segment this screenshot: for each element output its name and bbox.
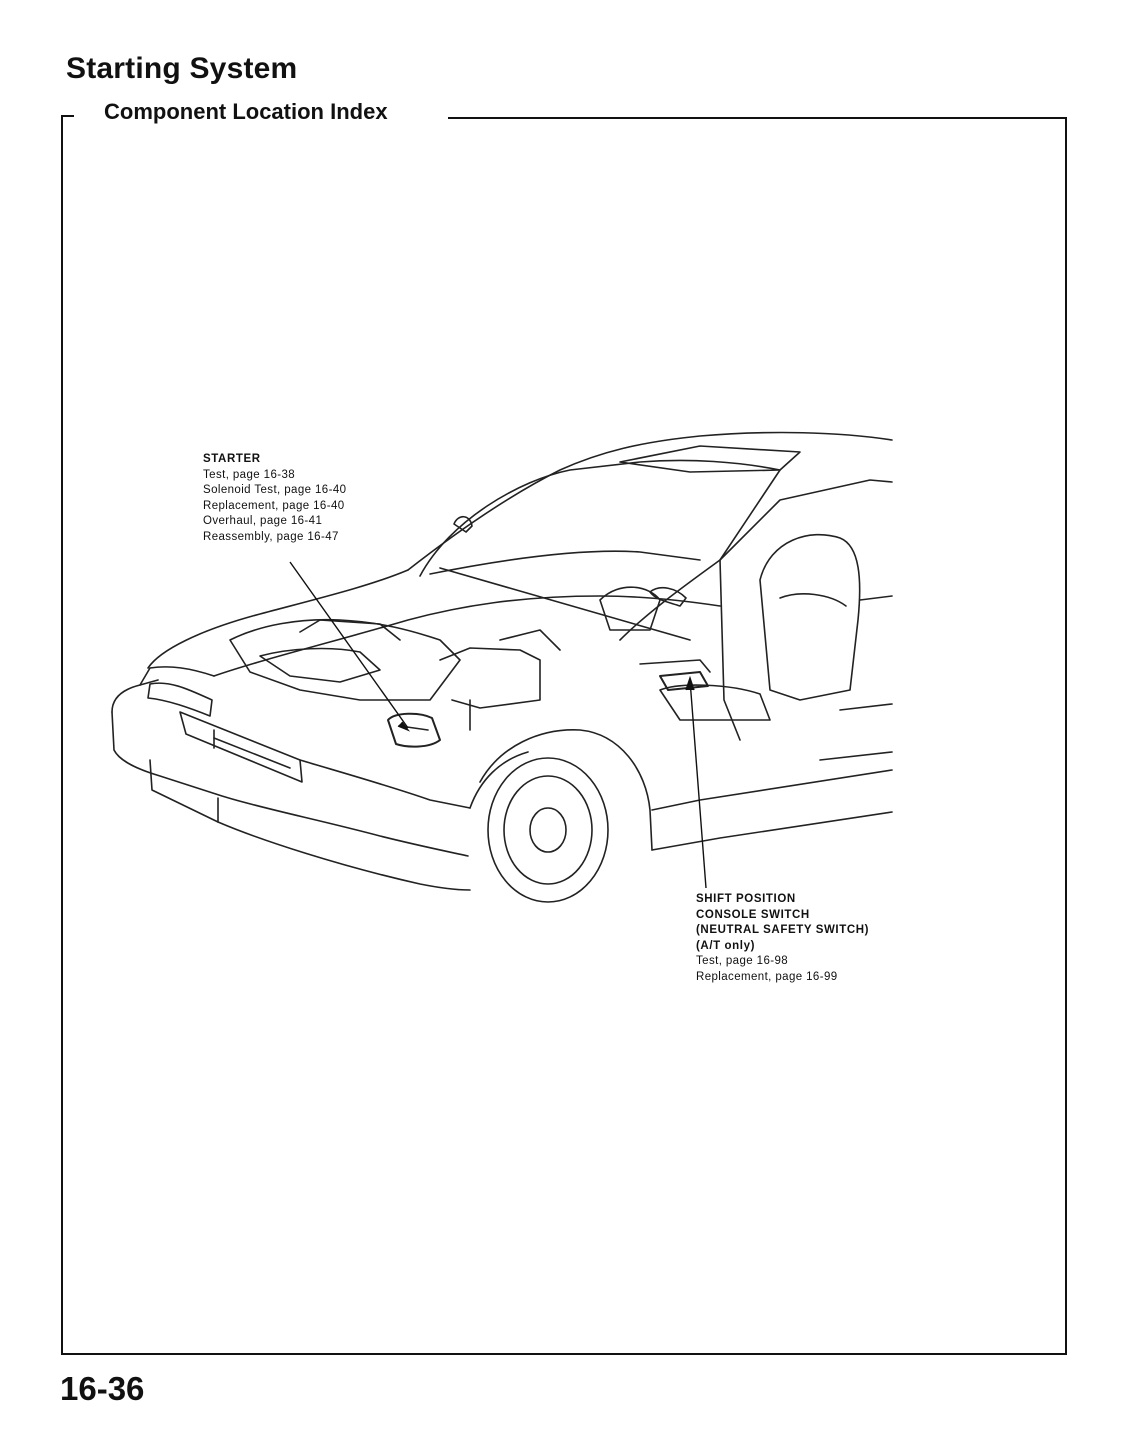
shift-heading-line-4: (A/T only) bbox=[696, 939, 756, 952]
shift-heading-line-2: CONSOLE SWITCH bbox=[696, 908, 810, 921]
starter-ref-test: Test, page 16-38 bbox=[203, 468, 296, 481]
starter-ref-reassembly: Reassembly, page 16-47 bbox=[203, 530, 339, 543]
shift-ref-test: Test, page 16-98 bbox=[696, 955, 789, 967]
car-illustration bbox=[111, 431, 893, 903]
starter-heading: STARTER bbox=[203, 453, 261, 465]
section-title: Component Location Index bbox=[100, 99, 394, 125]
switch-leader-line bbox=[689, 679, 707, 889]
shift-switch-callout: SHIFT POSITION CONSOLE SWITCH (NEUTRAL S… bbox=[696, 892, 869, 985]
starter-ref-overhaul: Overhaul, page 16-41 bbox=[203, 515, 323, 527]
section-frame bbox=[61, 115, 1067, 1355]
shift-heading-line-3: (NEUTRAL SAFETY SWITCH) bbox=[696, 924, 870, 936]
starter-leader-line bbox=[289, 561, 409, 729]
leader-lines bbox=[289, 561, 707, 889]
shift-heading-line-1: SHIFT POSITION bbox=[696, 893, 796, 905]
page-number: 16-36 bbox=[60, 1370, 145, 1407]
starter-ref-replacement: Replacement, page 16-40 bbox=[203, 499, 345, 512]
page-title: Starting System bbox=[66, 52, 298, 85]
shift-ref-replacement: Replacement, page 16-99 bbox=[696, 970, 838, 983]
starter-ref-solenoid-test: Solenoid Test, page 16-40 bbox=[203, 484, 347, 496]
starter-callout: STARTER Test, page 16-38 Solenoid Test, … bbox=[203, 452, 346, 545]
